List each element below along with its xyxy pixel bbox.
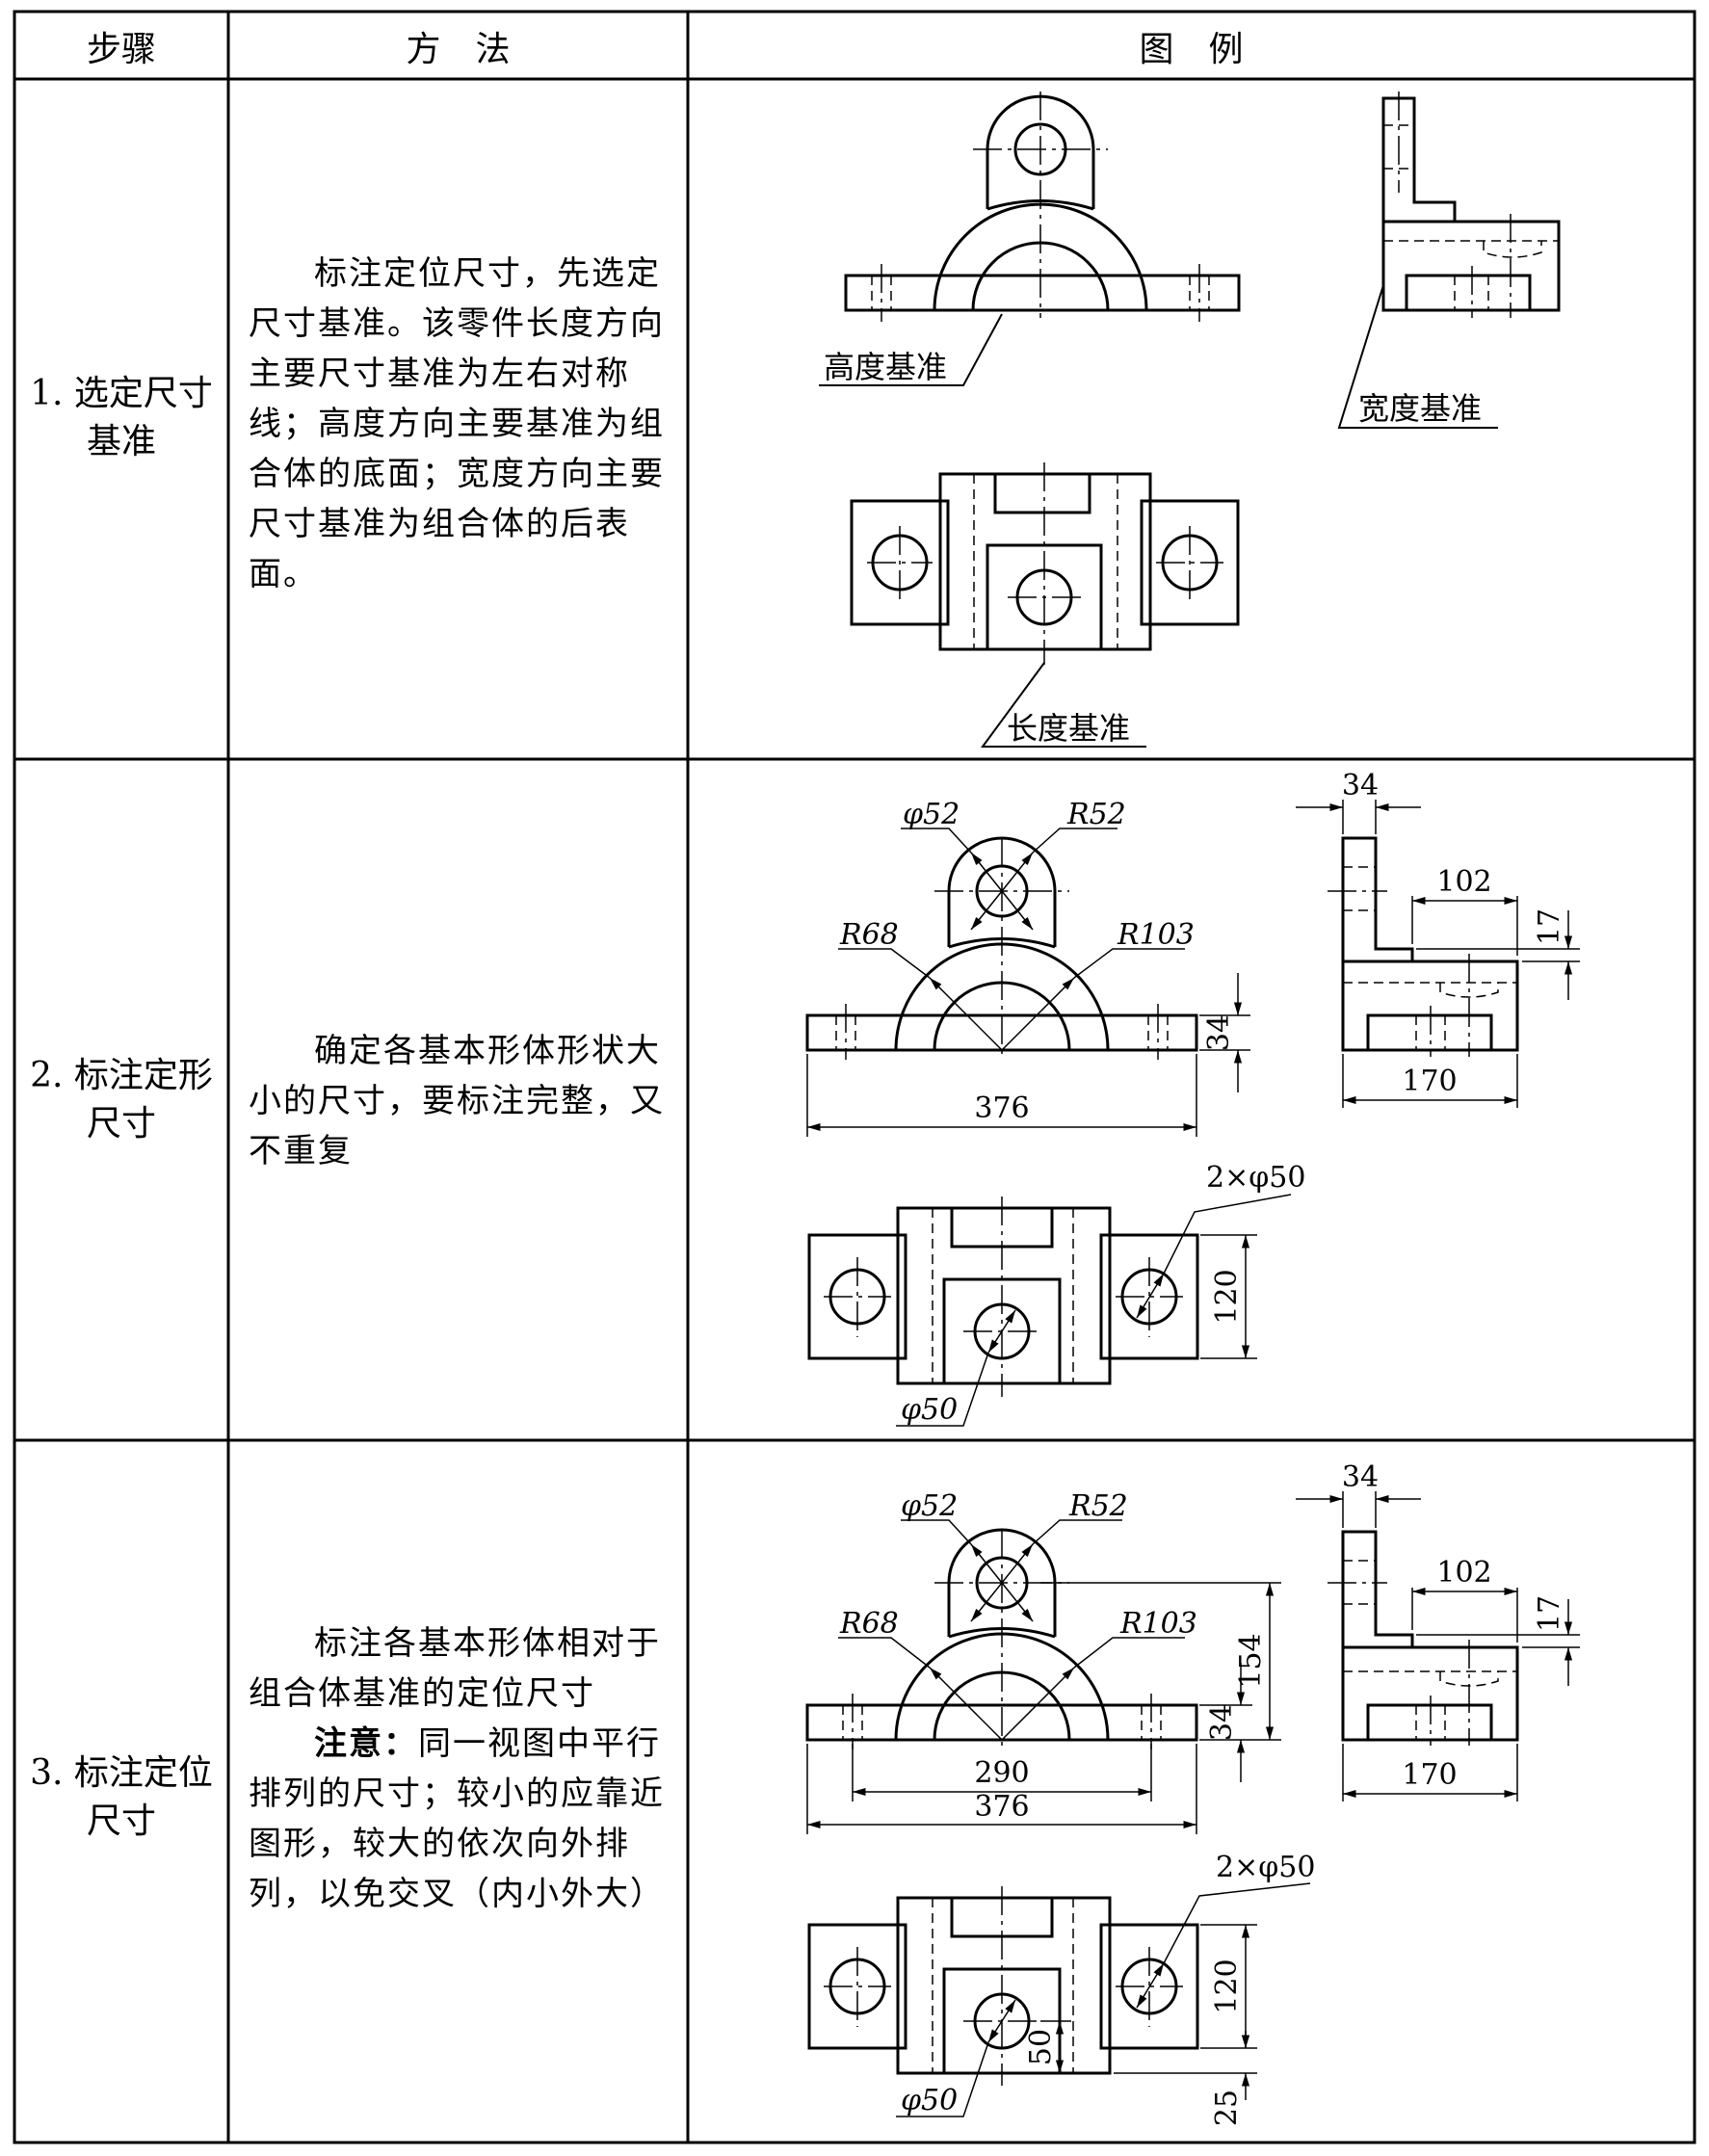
row2-front-dims — [806, 828, 1250, 1137]
r3-dim-w170: 170 — [1402, 1758, 1457, 1792]
r3-dim-hole2: 2×φ50 — [1216, 1851, 1315, 1884]
row1-top-view — [850, 462, 1240, 665]
length-datum-label: 长度基准 — [1007, 710, 1130, 747]
row3-step: 3. 标注定位 尺寸 — [14, 1749, 228, 1846]
row2-top-view — [807, 1196, 1199, 1397]
r2-dim-h120: 120 — [1210, 1269, 1244, 1324]
r2-dim-r68: R68 — [839, 918, 899, 952]
row3-step-line2: 尺寸 — [86, 1801, 156, 1841]
row1-step: 1. 选定尺寸 基准 — [14, 370, 228, 466]
r3-dim-d50: φ50 — [901, 2084, 958, 2117]
r3-dim-r68: R68 — [839, 1607, 899, 1641]
r3-dim-r103: R103 — [1119, 1607, 1197, 1641]
row2-method-text: 确定各基本形体形状大小的尺寸，要标注完整，又不重复 — [249, 1032, 665, 1170]
r2-dim-d50: φ50 — [901, 1393, 958, 1427]
row3-top-dims — [896, 1882, 1311, 2117]
r3-dim-w376: 376 — [974, 1790, 1029, 1824]
row1-step-line1: 1. 选定尺寸 — [30, 374, 213, 413]
row1-leaders — [819, 284, 1498, 748]
r2-dim-h17: 17 — [1533, 908, 1566, 945]
r3-dim-h120: 120 — [1210, 1959, 1244, 2013]
height-datum-label: 高度基准 — [824, 349, 947, 385]
row3-note-text: 同一视图中平行排列的尺寸；较小的应靠近图形，较大的依次向外排列，以免交叉（内小外… — [249, 1724, 665, 1913]
row2-side-view — [1328, 836, 1519, 1057]
row3-step-line1: 3. 标注定位 — [30, 1753, 213, 1793]
row2-side-dims — [1296, 800, 1580, 1108]
r2-dim-d52: φ52 — [903, 798, 960, 831]
row2-step: 2. 标注定形 尺寸 — [14, 1052, 228, 1148]
r2-dim-h34: 34 — [1202, 1014, 1236, 1051]
row3-method-text: 标注各基本形体相对于组合体基准的定位尺寸 — [249, 1624, 661, 1713]
header-example: 图 例 — [1139, 30, 1244, 69]
r2-dim-w102: 102 — [1436, 865, 1491, 899]
row1-method-text: 标注定位尺寸，先选定尺寸基准。该零件长度方向主要尺寸基准为左右对称线；高度方向主… — [249, 254, 665, 593]
r2-dim-r52: R52 — [1066, 798, 1126, 831]
r3-dim-w102: 102 — [1436, 1556, 1491, 1590]
r2-dim-hole2: 2×φ50 — [1206, 1161, 1305, 1195]
row3-front-view — [805, 1528, 1198, 1749]
r3-dim-r52: R52 — [1068, 1489, 1128, 1523]
row3-method: 标注各基本形体相对于组合体基准的定位尺寸 注意：同一视图中平行排列的尺寸；较小的… — [249, 1618, 672, 1919]
row3-front-dims — [806, 1519, 1281, 1834]
r3-dim-h50: 50 — [1024, 2029, 1058, 2065]
r2-dim-t34: 34 — [1342, 769, 1379, 802]
row2-step-line2: 尺寸 — [86, 1104, 156, 1144]
row3-method-note: 注意：同一视图中平行排列的尺寸；较小的应靠近图形，较大的依次向外排列，以免交叉（… — [249, 1719, 672, 1919]
r2-dim-r103: R103 — [1117, 918, 1195, 952]
r3-dim-d52: φ52 — [901, 1489, 958, 1523]
r2-dim-w170: 170 — [1402, 1065, 1457, 1098]
r2-dim-w376: 376 — [974, 1091, 1029, 1125]
r3-dim-h25: 25 — [1210, 2090, 1244, 2126]
row1-side-view — [1381, 92, 1561, 318]
r3-dim-h154: 154 — [1234, 1633, 1268, 1688]
r3-dim-w290: 290 — [974, 1756, 1029, 1790]
r3-dim-h17: 17 — [1533, 1595, 1566, 1632]
r3-dim-h34: 34 — [1205, 1704, 1239, 1741]
row3-side-dims — [1296, 1491, 1580, 1801]
width-datum-label: 宽度基准 — [1358, 390, 1482, 427]
r3-dim-t34: 34 — [1342, 1460, 1379, 1494]
header-method: 方 法 — [406, 30, 511, 69]
header-step: 步骤 — [86, 30, 156, 69]
row3-note-label: 注意： — [314, 1724, 418, 1763]
row2-top-dims — [896, 1194, 1292, 1427]
row2-step-line1: 2. 标注定形 — [30, 1056, 213, 1095]
row1-front-view — [844, 92, 1241, 322]
row1-method: 标注定位尺寸，先选定尺寸基准。该零件长度方向主要尺寸基准为左右对称线；高度方向主… — [249, 249, 672, 599]
row3-top-view — [807, 1886, 1199, 2086]
row1-step-line2: 基准 — [86, 422, 156, 461]
row3-side-view — [1328, 1530, 1519, 1746]
row2-method: 确定各基本形体形状大小的尺寸，要标注完整，又不重复 — [249, 1026, 672, 1176]
